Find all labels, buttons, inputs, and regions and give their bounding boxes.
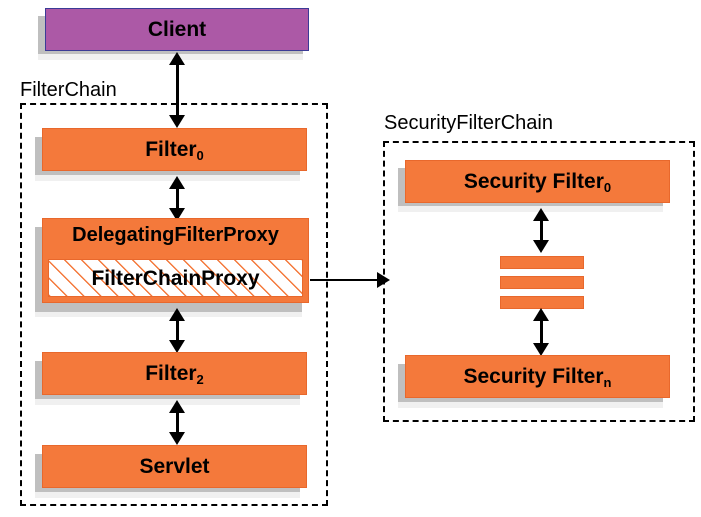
node-filter-2-label: Filter2	[145, 362, 204, 388]
ellipsis-bar-2	[500, 276, 584, 289]
node-filter-0-subscript: 0	[196, 148, 204, 164]
group-label-filterchain: FilterChain	[20, 79, 117, 101]
connector-proxy-to-security-chain-head	[377, 272, 390, 288]
node-delegating-filter-proxy-label: DelegatingFilterProxy	[72, 224, 279, 246]
node-security-filter-n-label: Security Filtern	[463, 365, 612, 391]
node-security-filter-n[interactable]: Security Filtern	[405, 355, 670, 398]
node-filter-2-subscript: 2	[196, 372, 204, 388]
connector-filter2-servlet-head-up	[169, 400, 185, 413]
node-security-filter-0-label: Security Filter0	[463, 170, 612, 196]
node-security-filter-n-subscript: n	[603, 375, 612, 391]
connector-filter0-delegating-head-up	[169, 176, 185, 189]
node-security-filter-0[interactable]: Security Filter0	[405, 160, 670, 203]
connector-securityfilter0-ellipsis-head-down	[533, 240, 549, 253]
connector-delegating-filter2-head-down	[169, 340, 185, 353]
node-client-label: Client	[147, 18, 207, 41]
node-filter-0[interactable]: Filter0	[42, 128, 307, 171]
connector-ellipsis-securityfiltern-line	[540, 312, 543, 350]
connector-client-filter0-head-up	[169, 52, 185, 65]
connector-filter2-servlet-line	[176, 405, 179, 441]
connector-delegating-filter2-head-up	[169, 308, 185, 321]
connector-filter0-delegating-head-down	[169, 208, 185, 221]
node-filter-0-label: Filter0	[145, 138, 204, 164]
group-label-securityfilterchain: SecurityFilterChain	[384, 112, 553, 134]
connector-ellipsis-securityfiltern-head-down	[533, 343, 549, 356]
node-client[interactable]: Client	[45, 8, 309, 51]
connector-securityfilter0-ellipsis-head-up	[533, 208, 549, 221]
connector-delegating-filter2-line	[176, 312, 179, 348]
connector-ellipsis-securityfiltern-head-up	[533, 308, 549, 321]
node-filter-2[interactable]: Filter2	[42, 352, 307, 395]
connector-proxy-to-security-chain-line	[310, 279, 380, 281]
connector-filter2-servlet-head-down	[169, 432, 185, 445]
node-delegating-filter-proxy[interactable]: DelegatingFilterProxy FilterChainProxy	[42, 218, 309, 303]
ellipsis-bar-1	[500, 256, 584, 269]
node-servlet-label: Servlet	[139, 455, 210, 478]
node-servlet[interactable]: Servlet	[42, 445, 307, 488]
node-filter-chain-proxy-label: FilterChainProxy	[91, 266, 260, 290]
connector-securityfilter0-ellipsis-line	[540, 213, 543, 247]
node-filter-chain-proxy[interactable]: FilterChainProxy	[48, 259, 303, 297]
group-box-filterchain	[20, 103, 328, 506]
connector-client-filter0-head-down	[169, 115, 185, 128]
node-security-filter-0-subscript: 0	[603, 180, 612, 196]
connector-filter0-delegating-line	[176, 181, 179, 217]
connector-client-filter0-line	[176, 56, 179, 124]
